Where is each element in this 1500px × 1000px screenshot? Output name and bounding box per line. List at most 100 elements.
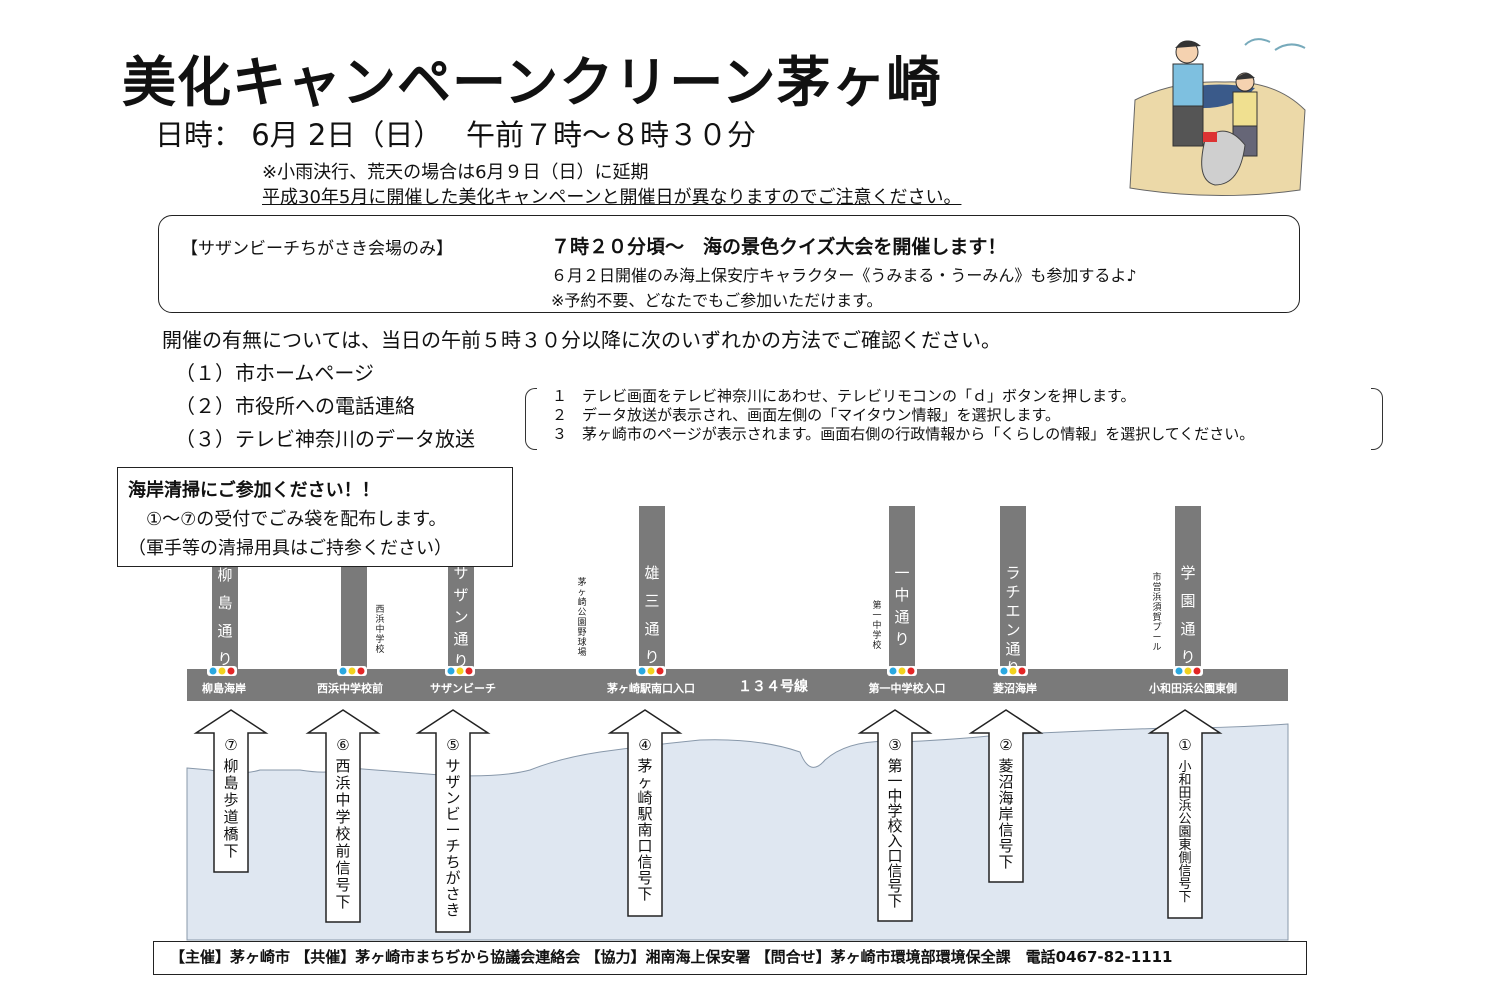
date-change-warning: 平成30年5月に開催した美化キャンペーンと開催日が異なりますのでご注意ください。: [262, 187, 962, 208]
svg-text:園: 園: [577, 617, 586, 628]
landmark-label: 西浜中学校: [375, 604, 384, 655]
svg-text:号: 号: [998, 837, 1013, 855]
svg-text:り: り: [453, 652, 468, 670]
svg-text:沼: 沼: [998, 773, 1013, 791]
svg-text:学: 学: [872, 629, 881, 641]
svg-text:茅: 茅: [637, 757, 652, 775]
svg-text:通: 通: [644, 620, 659, 638]
svg-text:前: 前: [335, 842, 350, 860]
svg-text:信: 信: [637, 853, 652, 871]
intersection-label: 菱沼海岸: [993, 681, 1037, 695]
svg-text:下: 下: [335, 893, 350, 911]
svg-text:公: 公: [1178, 812, 1191, 827]
street-road: [1000, 506, 1026, 670]
data-broadcast-steps: １ テレビ画面をテレビ神奈川にあわせ、テレビリモコンの「ｄ」ボタンを押します。 …: [552, 387, 1254, 444]
svg-text:信: 信: [887, 862, 902, 880]
svg-text:ー: ー: [445, 821, 460, 839]
svg-text:チ: チ: [445, 837, 460, 855]
reception-number: ⑥: [336, 736, 349, 754]
svg-text:菱: 菱: [998, 757, 1013, 775]
svg-text:一: 一: [894, 564, 909, 582]
svg-text:号: 号: [1178, 877, 1191, 892]
page-title: 美化キャンペーンクリーン茅ヶ崎: [122, 51, 942, 114]
street-road: [889, 506, 915, 670]
svg-text:島: 島: [223, 774, 238, 792]
landmark-label: 第一中学校: [872, 599, 881, 651]
svg-text:茅: 茅: [577, 577, 586, 588]
traffic-signal: [636, 666, 666, 676]
step-2: ２ データ放送が表示され、画面左側の「マイタウン情報」を選択します。: [552, 406, 1061, 424]
svg-text:崎: 崎: [637, 789, 652, 807]
svg-text:信: 信: [335, 859, 350, 877]
svg-text:柳: 柳: [223, 757, 238, 775]
svg-text:柳: 柳: [217, 566, 232, 584]
street-road: [639, 506, 665, 670]
svg-text:中: 中: [894, 586, 909, 604]
svg-text:営: 営: [1152, 581, 1161, 593]
event-date: 日時： 6月 2日（日） 午前７時～８時３０分: [155, 118, 757, 152]
quiz-headline: ７時２０分頃～ 海の景色クイズ大会を開催します！: [551, 236, 1007, 258]
reception-number: ⑦: [224, 736, 237, 754]
svg-text:和: 和: [1178, 773, 1191, 788]
svg-text:小: 小: [1178, 760, 1191, 775]
step-3: ３ 茅ヶ崎市のページが表示されます。画面右側の行政情報から「くらしの情報」を選択…: [552, 425, 1255, 443]
reception-number: ③: [888, 736, 901, 754]
confirmation-info: 開催の有無については、当日の午前５時３０分以降に次のいずれかの方法でご確認くださ…: [162, 328, 1001, 352]
traffic-signal: [445, 666, 475, 676]
svg-text:ち: ち: [445, 853, 460, 871]
svg-text:口: 口: [887, 847, 902, 865]
svg-text:野: 野: [577, 627, 586, 638]
svg-text:浜: 浜: [335, 774, 350, 792]
svg-text:下: 下: [1178, 890, 1191, 905]
svg-text:入: 入: [887, 832, 902, 850]
svg-text:崎: 崎: [577, 596, 586, 608]
svg-text:西: 西: [335, 757, 350, 775]
svg-text:チ: チ: [1005, 583, 1020, 601]
svg-text:信: 信: [1178, 864, 1191, 879]
svg-text:号: 号: [335, 876, 350, 894]
svg-text:第: 第: [887, 757, 902, 775]
svg-text:市: 市: [1152, 571, 1161, 583]
svg-text:浜: 浜: [1178, 799, 1191, 814]
svg-text:通: 通: [453, 630, 468, 648]
svg-text:ビ: ビ: [445, 805, 460, 823]
svg-text:駅: 駅: [637, 805, 652, 823]
svg-text:ン: ン: [445, 789, 460, 807]
steps-bracket-left: [525, 388, 537, 450]
svg-text:中: 中: [375, 623, 384, 635]
quiz-event-box: 【サザンビーチちがさき会場のみ】 ７時２０分頃～ 海の景色クイズ大会を開催します…: [158, 215, 1300, 313]
svg-text:り: り: [1180, 648, 1195, 666]
svg-text:校: 校: [375, 643, 384, 655]
svg-text:ル: ル: [1152, 643, 1161, 653]
svg-text:通: 通: [217, 622, 232, 640]
rain-note: ※小雨決行、荒天の場合は6月９日（日）に延期: [262, 162, 649, 183]
svg-text:西: 西: [375, 604, 384, 615]
svg-text:東: 東: [1178, 837, 1191, 853]
callout-heading: 海岸清掃にご参加ください！！: [128, 480, 380, 501]
organizer-footer: 【主催】茅ヶ崎市 【共催】茅ヶ崎市まちぢから協議会連絡会 【協力】湘南海上保安署…: [153, 941, 1307, 975]
svg-text:プ: プ: [1152, 622, 1161, 633]
method-data-broadcast: （３）テレビ神奈川のデータ放送: [175, 427, 475, 451]
svg-text:ザ: ザ: [453, 586, 468, 604]
street-road: [341, 560, 367, 670]
street-name: ラチエン通り: [1005, 564, 1020, 677]
intersection-label: 西浜中学校前: [317, 681, 383, 695]
venue-label: 【サザンビーチちがさき会場のみ】: [181, 239, 453, 259]
reception-location-label: サザンビーチちがさき: [445, 757, 460, 919]
callout-gloves-note: （軍手等の清掃用具はご持参ください）: [128, 538, 452, 559]
svg-text:道: 道: [223, 808, 238, 826]
svg-text:ザ: ザ: [445, 773, 460, 791]
